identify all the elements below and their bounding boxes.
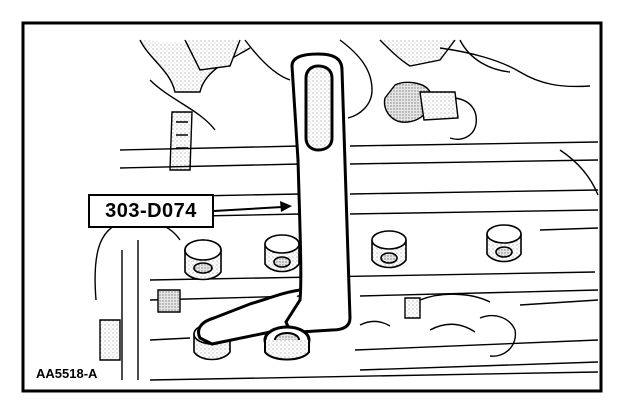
callout-leader	[213, 201, 292, 212]
special-service-tool-icon	[197, 52, 352, 361]
bolt-4	[486, 224, 522, 263]
figure-id-label: AA5518-A	[34, 366, 100, 381]
bolt-3	[371, 230, 407, 269]
bolt-1	[184, 239, 222, 281]
tool-number-callout: 303-D074	[88, 194, 214, 228]
engine-background	[94, 39, 599, 381]
bolt-2	[264, 234, 300, 273]
